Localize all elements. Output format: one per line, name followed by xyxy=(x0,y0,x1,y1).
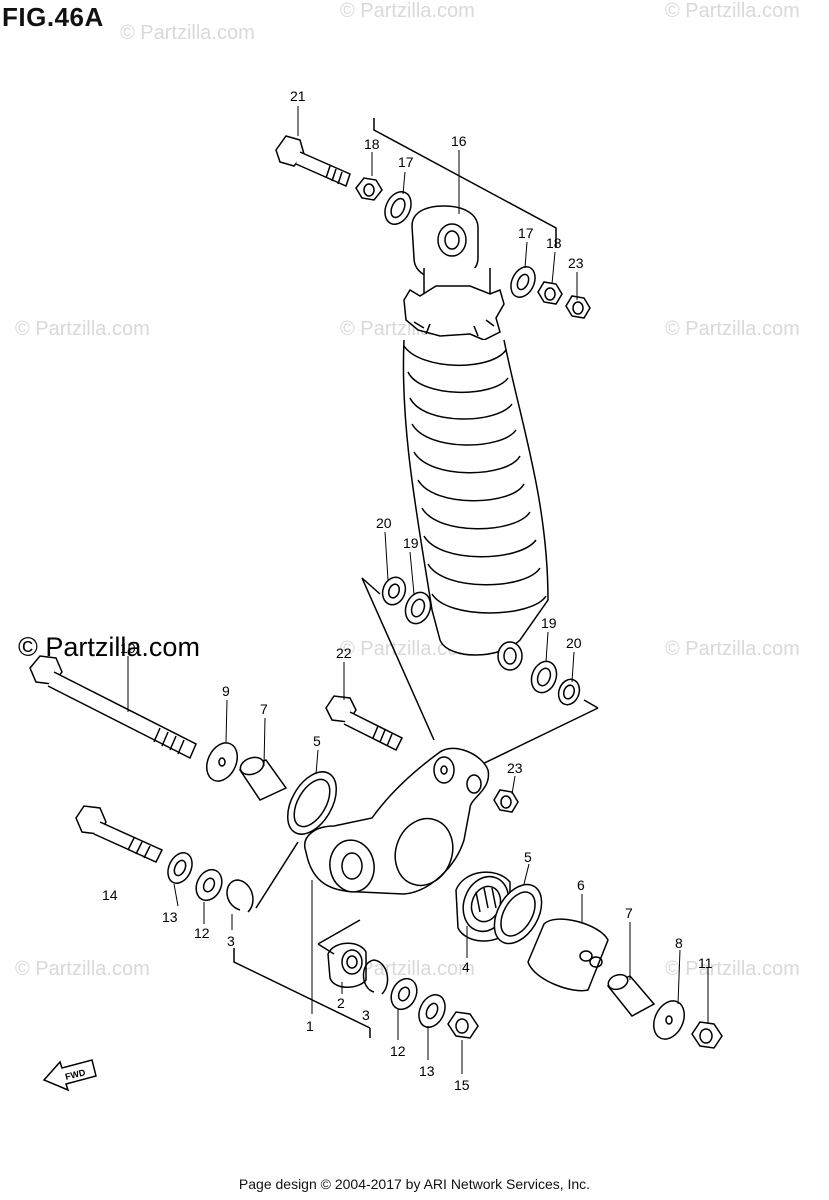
watermark: © Partzilla.com xyxy=(665,638,800,660)
leader-bracket-lower-center xyxy=(317,919,371,1038)
watermark: © Partzilla.com xyxy=(340,958,475,980)
fwd-arrow-icon: FWD xyxy=(42,1059,97,1092)
callout-5: 5 xyxy=(524,849,532,865)
callout-13: 13 xyxy=(419,1063,435,1079)
callout-19: 19 xyxy=(403,535,419,551)
page-footer: Page design © 2004-2017 by ARI Network S… xyxy=(238,1176,591,1192)
circlip-3-right[interactable] xyxy=(362,959,389,995)
shock-absorber-16[interactable] xyxy=(402,205,549,671)
callout-17: 17 xyxy=(398,154,414,170)
watermark: © Partzilla.com xyxy=(665,958,800,980)
leader-lines xyxy=(127,106,709,1074)
leader-bracket-lower-left xyxy=(233,841,371,1029)
callout-9: 9 xyxy=(222,683,230,699)
circlip-3-left[interactable] xyxy=(226,879,254,913)
callout-labels: 21 18 17 16 17 18 23 20 19 19 20 10 22 9… xyxy=(102,88,713,1093)
collar-7-right[interactable] xyxy=(606,972,656,1017)
washer-8[interactable] xyxy=(648,996,690,1044)
callout-18: 18 xyxy=(364,136,380,152)
collar-7-left[interactable] xyxy=(238,754,288,801)
callout-4: 4 xyxy=(462,959,470,975)
oil-seal-5-right[interactable] xyxy=(485,876,552,951)
callout-19: 19 xyxy=(541,615,557,631)
callout-23: 23 xyxy=(568,255,584,271)
washer-20-left[interactable] xyxy=(379,574,409,608)
callout-2: 2 xyxy=(337,995,345,1011)
callout-12: 12 xyxy=(194,925,210,941)
washer-13-right[interactable] xyxy=(414,991,450,1032)
washer-12-right[interactable] xyxy=(386,974,421,1013)
washer-17-upper[interactable] xyxy=(380,188,416,229)
watermark: © Partzilla.com xyxy=(665,318,800,340)
callout-6: 6 xyxy=(577,877,585,893)
callout-22: 22 xyxy=(336,645,352,661)
nut-23-upper[interactable] xyxy=(565,295,591,319)
leader-bracket-top xyxy=(373,118,557,248)
watermark: © Partzilla.com xyxy=(15,958,150,980)
washer-20-right[interactable] xyxy=(555,676,583,707)
washer-17-right[interactable] xyxy=(506,263,539,301)
bolt-22[interactable] xyxy=(325,695,404,752)
callout-17: 17 xyxy=(518,225,534,241)
bushing-2[interactable] xyxy=(327,942,367,988)
bolt-21[interactable] xyxy=(275,135,351,188)
callout-20: 20 xyxy=(566,635,582,651)
washer-12-left[interactable] xyxy=(191,865,226,904)
watermark: © Partzilla.com xyxy=(340,0,475,22)
callout-8: 8 xyxy=(675,935,683,951)
callout-3: 3 xyxy=(362,1007,370,1023)
callout-14: 14 xyxy=(102,887,118,903)
callout-23: 23 xyxy=(507,760,523,776)
nut-18-right[interactable] xyxy=(537,281,563,305)
fwd-label: FWD xyxy=(64,1067,87,1082)
watermark: © Partzilla.com xyxy=(15,318,150,340)
nut-18-upper[interactable] xyxy=(355,177,383,201)
callout-13: 13 xyxy=(162,909,178,925)
watermark: © Partzilla.com xyxy=(665,0,800,22)
callout-16: 16 xyxy=(451,133,467,149)
nut-11[interactable] xyxy=(691,1021,723,1049)
callout-21: 21 xyxy=(290,88,306,104)
nut-15[interactable] xyxy=(447,1011,479,1039)
callout-15: 15 xyxy=(454,1077,470,1093)
callout-7: 7 xyxy=(625,905,633,921)
callout-10: 10 xyxy=(120,640,136,656)
watermark: © Partzilla.com xyxy=(120,22,255,44)
cushion-lever-1[interactable] xyxy=(303,747,490,895)
oil-seal-5-left[interactable] xyxy=(278,764,347,843)
callout-7: 7 xyxy=(260,701,268,717)
bolt-14[interactable] xyxy=(75,805,164,863)
spacer-6[interactable] xyxy=(527,918,609,992)
callout-12: 12 xyxy=(390,1043,406,1059)
callout-5: 5 xyxy=(313,733,321,749)
washer-9[interactable] xyxy=(201,738,243,786)
leader-bracket-middle xyxy=(361,577,599,771)
callout-3: 3 xyxy=(227,933,235,949)
washer-13-left[interactable] xyxy=(163,849,196,887)
nut-23-lower[interactable] xyxy=(493,789,519,813)
callout-11: 11 xyxy=(698,955,713,971)
callout-1: 1 xyxy=(306,1018,314,1034)
callout-18: 18 xyxy=(546,235,562,251)
figure-title: FIG.46A xyxy=(2,2,104,32)
washer-19-left[interactable] xyxy=(401,589,434,627)
washer-19-right[interactable] xyxy=(527,658,560,696)
callout-20: 20 xyxy=(376,515,392,531)
bolt-10[interactable] xyxy=(29,655,197,760)
